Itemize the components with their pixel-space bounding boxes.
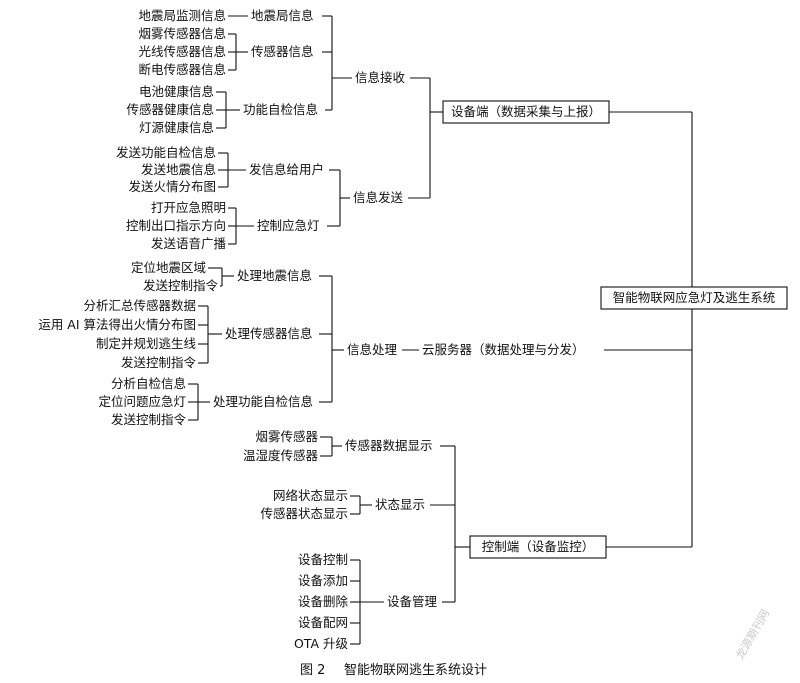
figure-title: 智能物联网逃生系统设计 <box>344 663 487 678</box>
leaf-light-sensor-info: 光线传感器信息 <box>138 44 226 59</box>
leaf-sensor-health: 传感器健康信息 <box>126 102 214 117</box>
node-notify-user: 发信息给用户 <box>249 162 324 177</box>
leaf-send-selfcheck: 发送功能自检信息 <box>116 145 216 160</box>
watermark: 龙源期刊网 <box>732 607 772 662</box>
leaf-exit-direction: 控制出口指示方向 <box>126 218 226 233</box>
leaf-send-fire-map: 发送火情分布图 <box>128 179 216 194</box>
leaf-device-control: 设备控制 <box>298 552 348 567</box>
node-info-send: 信息发送 <box>353 190 404 205</box>
leaf-analyze-selfcheck: 分析自检信息 <box>111 376 186 391</box>
node-sensor-data-display: 传感器数据显示 <box>345 438 433 453</box>
node-status-display: 状态显示 <box>375 497 425 512</box>
figure-number: 图 2 <box>300 663 325 678</box>
leaf-selfcheck-send-command: 发送控制指令 <box>111 412 187 427</box>
leaf-analyze-sensor-data: 分析汇总传感器数据 <box>83 298 196 313</box>
leaf-send-quake: 发送地震信息 <box>141 162 216 177</box>
leaf-sensor-status: 传感器状态显示 <box>260 506 348 521</box>
leaf-plan-escape-route: 制定并规划逃生线 <box>96 336 197 351</box>
node-info-process: 信息处理 <box>347 342 398 357</box>
node-control-lamp: 控制应急灯 <box>257 218 320 233</box>
leaf-sensor-send-command: 发送控制指令 <box>121 355 197 370</box>
leaf-quake-send-command: 发送控制指令 <box>143 278 219 293</box>
node-device-side: 设备端（数据采集与上报） <box>451 104 601 119</box>
leaf-smoke-sensor: 烟雾传感器 <box>255 429 318 444</box>
leaf-open-emergency-light: 打开应急照明 <box>151 200 226 215</box>
leaf-temp-humidity-sensor: 温湿度传感器 <box>243 448 319 463</box>
leaf-device-delete: 设备删除 <box>298 594 349 609</box>
leaf-quake-monitor: 地震局监测信息 <box>138 8 226 23</box>
node-cloud-server: 云服务器（数据处理与分发） <box>422 342 585 357</box>
leaf-smoke-sensor-info: 烟雾传感器信息 <box>138 26 226 41</box>
leaf-battery-health: 电池健康信息 <box>139 84 214 99</box>
leaf-locate-quake-area: 定位地震区域 <box>131 260 206 275</box>
node-root-system: 智能物联网应急灯及逃生系统 <box>613 290 776 305</box>
node-device-management: 设备管理 <box>387 594 438 609</box>
node-info-receive: 信息接收 <box>355 70 406 85</box>
node-quake-bureau-info: 地震局信息 <box>251 8 314 23</box>
leaf-ai-fire-map: 运用 AI 算法得出火情分布图 <box>38 317 196 332</box>
leaf-device-network-config: 设备配网 <box>298 615 348 630</box>
leaf-ota-upgrade: OTA 升级 <box>294 636 349 651</box>
node-sensor-info: 传感器信息 <box>251 44 314 59</box>
leaf-lamp-health: 灯源健康信息 <box>139 120 214 135</box>
leaf-network-status: 网络状态显示 <box>273 488 348 503</box>
leaf-power-sensor-info: 断电传感器信息 <box>138 62 226 77</box>
node-process-sensor: 处理传感器信息 <box>225 326 313 341</box>
leaf-device-add: 设备添加 <box>298 573 348 588</box>
node-process-quake: 处理地震信息 <box>237 268 312 283</box>
node-self-check-info: 功能自检信息 <box>243 102 318 117</box>
node-process-selfcheck: 处理功能自检信息 <box>213 394 313 409</box>
node-control-side: 控制端（设备监控） <box>482 539 595 554</box>
leaf-locate-faulty-lamp: 定位问题应急灯 <box>98 394 186 409</box>
leaf-voice-broadcast: 发送语音广播 <box>151 236 227 251</box>
